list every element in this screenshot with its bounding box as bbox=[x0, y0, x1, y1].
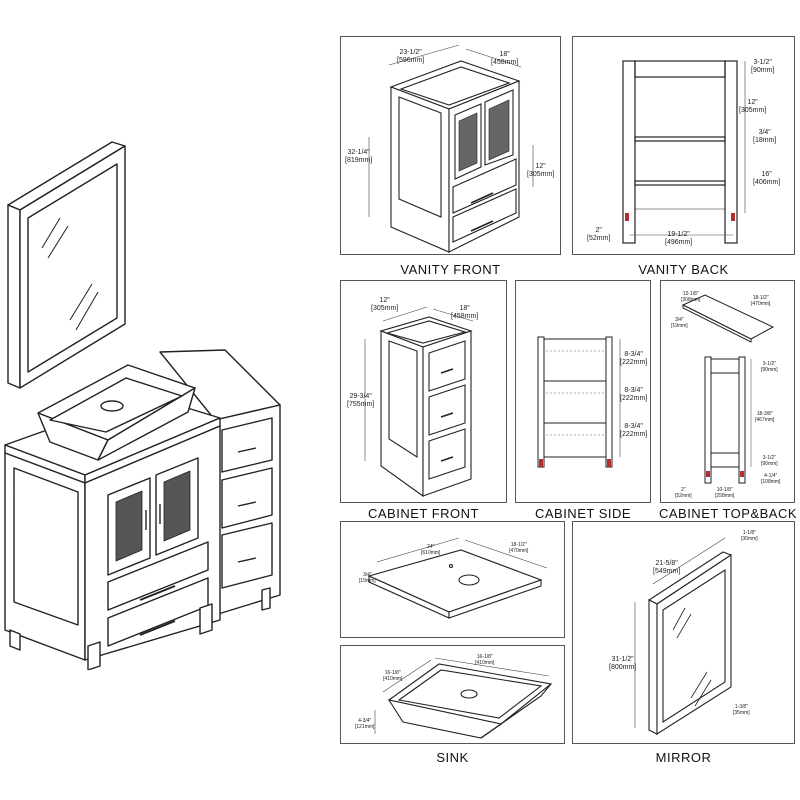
vanity-set-isometric-drawing bbox=[4, 141, 281, 670]
vanity-front-width-dim: 23-1/2"[596mm] bbox=[397, 49, 425, 64]
cabinet-front-panel: 12"[305mm] 18"[458mm] 29-3/4"[755mm] bbox=[340, 280, 507, 503]
cabinet-front-width-dim: 12"[305mm] bbox=[371, 297, 399, 312]
cabinet-back-top-dim: 3-1/2"[90mm] bbox=[761, 361, 778, 373]
vanity-back-leg-dim: 2"[52mm] bbox=[587, 227, 611, 242]
vanity-back-upper-dim: 12"[305mm] bbox=[739, 99, 767, 114]
sink-panel: 16-1/8"[410mm] 16-1/8"[410mm] 4-3/4"[121… bbox=[340, 645, 565, 744]
countertop-panel: 24"[610mm] 18-1/2"[470mm] 3/4"[19mm] bbox=[340, 521, 565, 638]
cabinet-front-depth-dim: 18"[458mm] bbox=[451, 305, 479, 320]
vanity-back-drawing bbox=[622, 60, 746, 244]
vanity-back-shelf-dim: 3/4"[18mm] bbox=[753, 129, 777, 144]
cabinet-top-width-dim: 12-1/8"[308mm] bbox=[681, 291, 701, 303]
cabinet-front-caption: CABINET FRONT bbox=[368, 506, 479, 521]
countertop-width-dim: 24"[610mm] bbox=[421, 544, 441, 556]
sink-caption: SINK bbox=[436, 750, 469, 765]
mirror-drawing bbox=[7, 141, 126, 389]
vessel-sink-drawing bbox=[37, 364, 196, 461]
vanity-back-top-dim: 3-1/2"[90mm] bbox=[751, 59, 775, 74]
cabinet-side-caption: CABINET SIDE bbox=[534, 506, 632, 521]
cabinet-top-depth-dim: 18-1/2"[470mm] bbox=[751, 295, 771, 307]
mirror-height-dim: 31-1/2"[800mm] bbox=[609, 656, 637, 671]
cabinet-side-drawer1-dim: 8-3/4"[222mm] bbox=[620, 351, 648, 366]
cabinet-side-drawer3-dim: 8-3/4"[222mm] bbox=[620, 423, 648, 438]
vanity-back-caption: VANITY BACK bbox=[638, 262, 729, 277]
cabinet-top-thick-dim: 3/4"[19mm] bbox=[671, 317, 688, 329]
countertop-depth-dim: 18-1/2"[470mm] bbox=[509, 542, 529, 554]
vanity-front-height-dim: 32-1/4"[819mm] bbox=[345, 149, 373, 164]
sink-depth-dim: 16-1/8"[410mm] bbox=[383, 670, 403, 682]
cabinet-front-drawing bbox=[364, 306, 474, 498]
cabinet-back-width-dim: 10-1/8"[258mm] bbox=[715, 487, 735, 499]
countertop-thick-dim: 3/4"[19mm] bbox=[359, 572, 376, 584]
side-cabinet-drawing bbox=[159, 349, 281, 616]
sink-height-dim: 4-3/4"[121mm] bbox=[355, 718, 375, 730]
cabinet-side-panel: 8-3/4"[222mm] 8-3/4"[222mm] 8-3/4"[222mm… bbox=[515, 280, 651, 503]
mirror-panel: 1-1/8"[30mm] 21-5/8"[549mm] 31-1/2"[800m… bbox=[572, 521, 795, 744]
cabinet-top-back-caption: CABINET TOP&BACK bbox=[658, 506, 798, 521]
mirror-caption: MIRROR bbox=[655, 750, 712, 765]
sink-drawing bbox=[374, 657, 553, 739]
vanity-back-lower-dim: 16"[406mm] bbox=[753, 171, 781, 186]
mirror-width-dim: 21-5/8"[549mm] bbox=[653, 560, 681, 575]
cabinet-side-drawer2-dim: 8-3/4"[222mm] bbox=[620, 387, 648, 402]
mirror-bottom-dim: 1-3/8"[35mm] bbox=[733, 704, 750, 716]
cabinet-top-back-drawing bbox=[681, 294, 775, 484]
mirror-drawing-detail bbox=[634, 537, 733, 736]
countertop-drawing bbox=[367, 537, 548, 619]
vanity-front-depth-dim: 18"[458mm] bbox=[491, 51, 519, 66]
cabinet-back-bottom-dim: 3-1/2"[90mm] bbox=[761, 455, 778, 467]
vanity-front-caption: VANITY FRONT bbox=[400, 262, 501, 277]
vanity-front-panel: 23-1/2"[596mm] 18"[458mm] 32-1/4"[819mm]… bbox=[340, 36, 561, 255]
vanity-front-drawer-dim: 12"[305mm] bbox=[527, 163, 555, 178]
cabinet-side-drawing bbox=[537, 336, 621, 468]
cabinet-front-height-dim: 29-3/4"[755mm] bbox=[347, 393, 375, 408]
vanity-back-panel: 3-1/2"[90mm] 12"[305mm] 3/4"[18mm] 16"[4… bbox=[572, 36, 795, 255]
vanity-body-drawing bbox=[4, 425, 221, 670]
cabinet-back-leg-dim: 4-1/4"[108mm] bbox=[761, 473, 781, 485]
sink-width-dim: 16-1/8"[410mm] bbox=[475, 654, 495, 666]
cabinet-top-back-panel: 12-1/8"[308mm] 18-1/2"[470mm] 3/4"[19mm]… bbox=[660, 280, 795, 503]
vanity-front-drawing bbox=[368, 44, 534, 253]
cabinet-back-foot-dim: 2"[52mm] bbox=[675, 487, 692, 499]
mirror-thick-dim: 1-1/8"[30mm] bbox=[741, 530, 758, 542]
cabinet-back-mid-dim: 18-3/8"[467mm] bbox=[755, 411, 775, 423]
vanity-back-width-dim: 19-1/2"[496mm] bbox=[665, 231, 693, 246]
